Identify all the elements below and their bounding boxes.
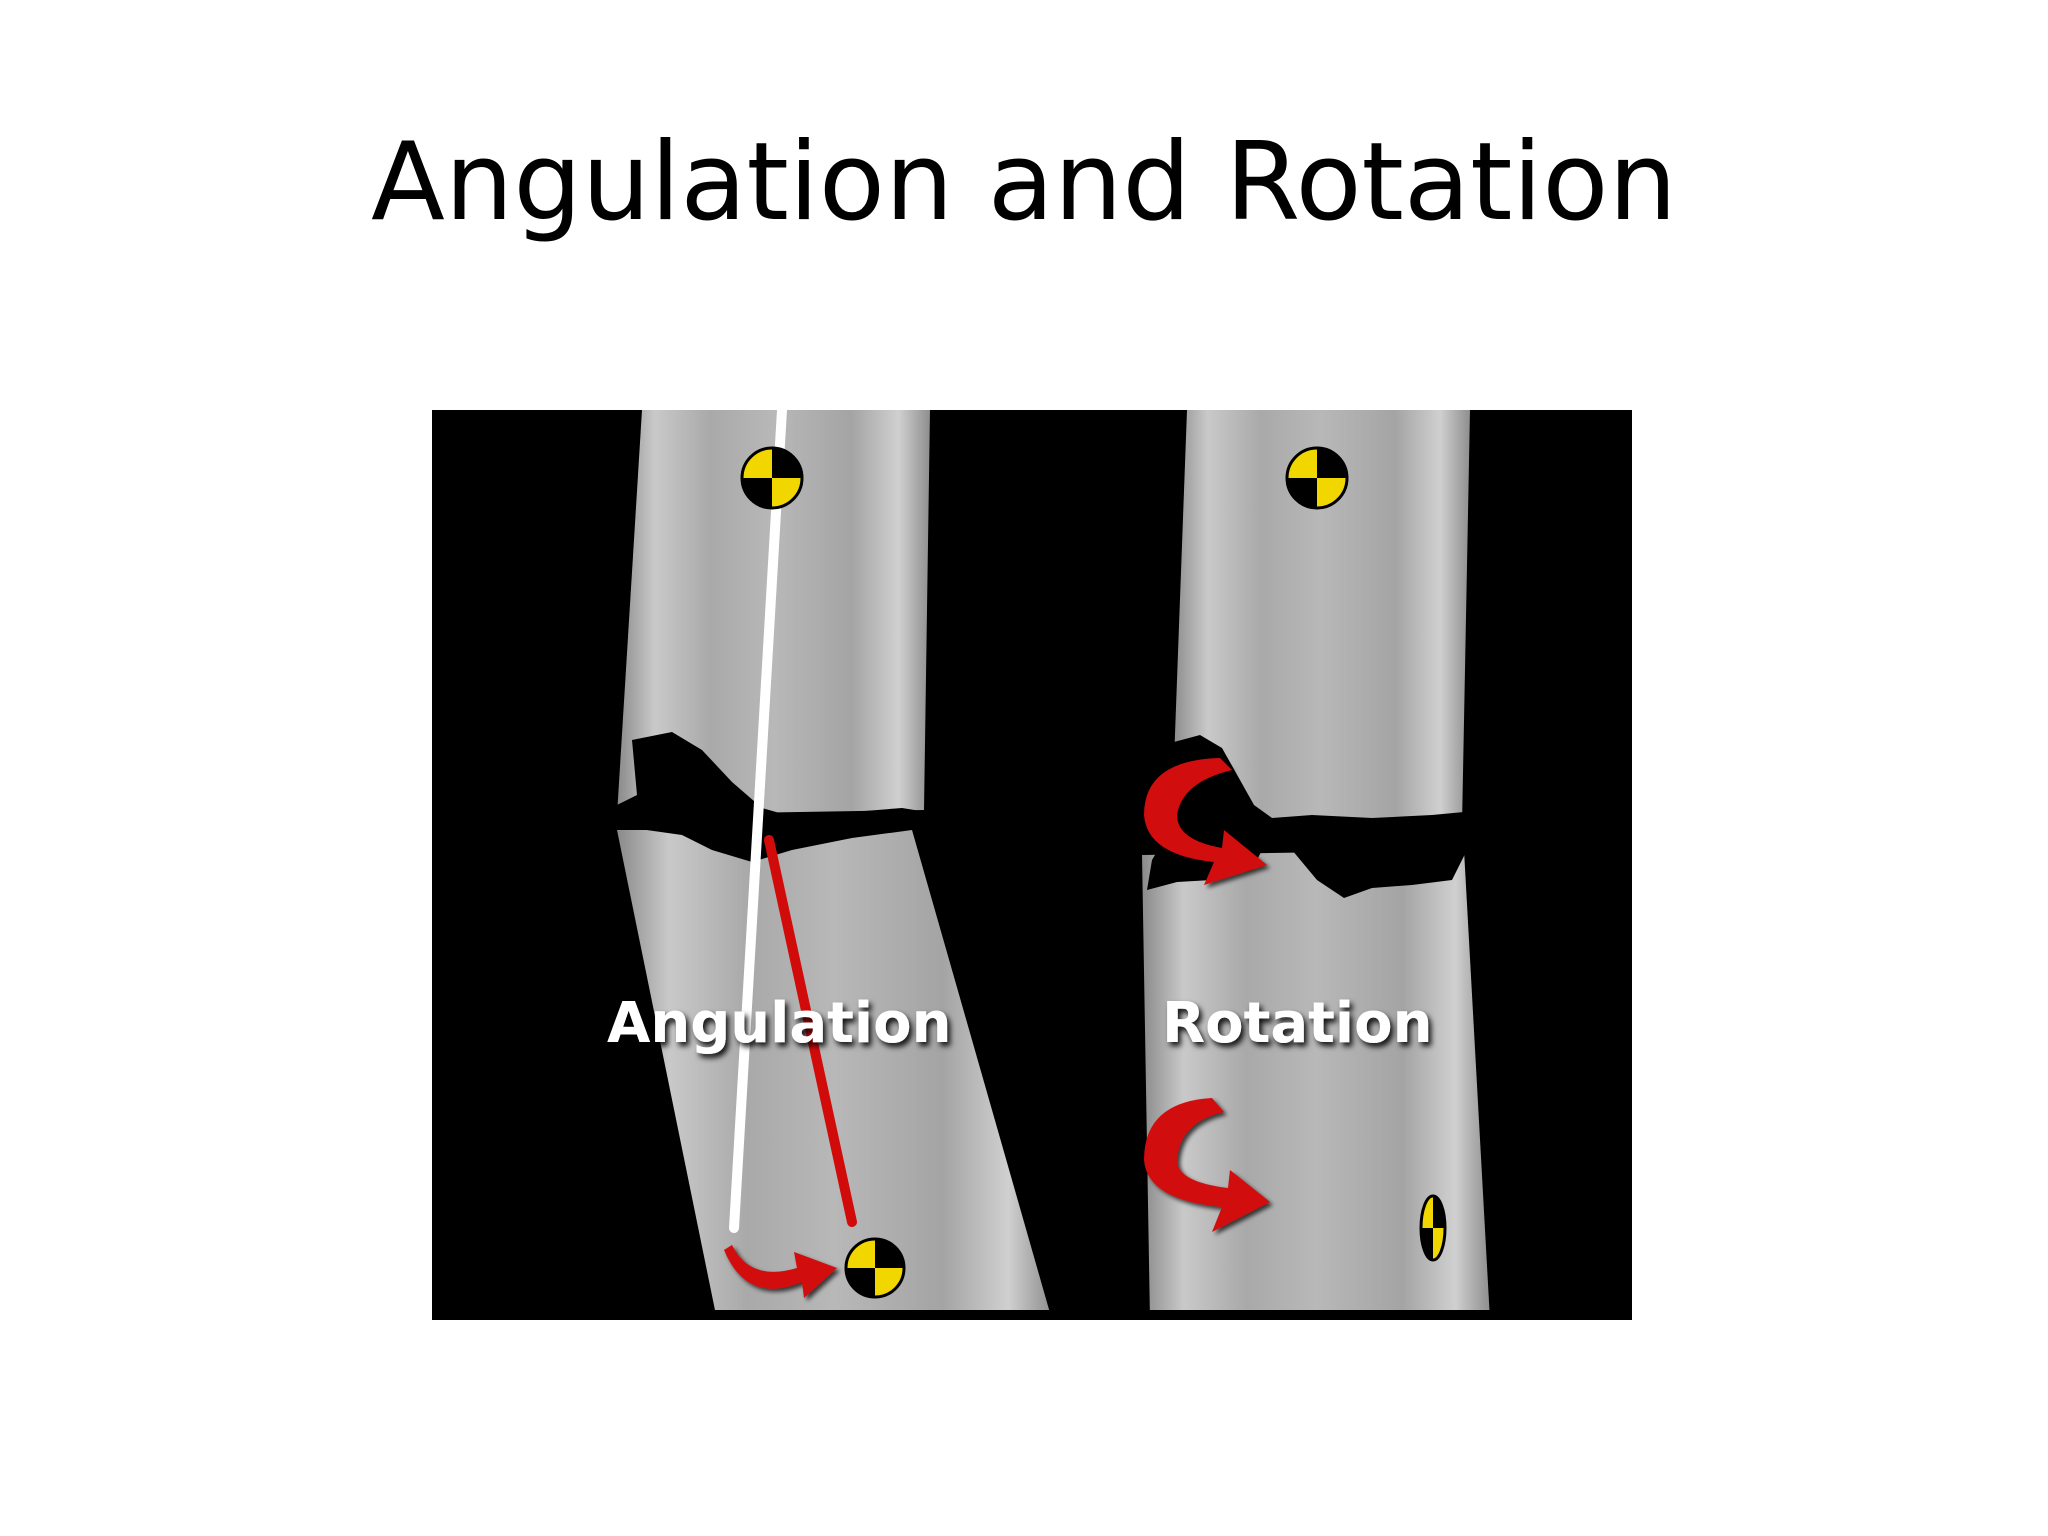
angulation-bone [610, 410, 1052, 1320]
rotation-lower-curved-arrow-icon [1144, 1098, 1270, 1232]
rotation-label: Rotation [1162, 991, 1432, 1056]
crash-test-marker-icon [1285, 446, 1349, 510]
crash-test-marker-icon [844, 1237, 906, 1299]
fracture-xray-svg: Angulation Rotation [432, 410, 1632, 1320]
slide-title: Angulation and Rotation [371, 120, 1677, 245]
angulated-bone-lower-fragment [617, 830, 1052, 1320]
crash-test-marker-icon [740, 446, 804, 510]
angulation-curved-arrow-icon [724, 1245, 837, 1298]
fracture-illustration: Angulation Rotation [432, 410, 1632, 1320]
rotation-upper-curved-arrow-icon [1144, 758, 1267, 885]
angulation-reference-line [729, 410, 787, 1233]
figure-bottom-rule [432, 1310, 1632, 1320]
rotation-bone [1142, 410, 1490, 1320]
rotated-bone-upper-fragment [1172, 410, 1470, 825]
angulation-label: Angulation [607, 991, 951, 1056]
angulation-fracture-line [610, 732, 927, 862]
crash-test-marker-icon [1419, 1194, 1447, 1262]
angulation-axis-line [764, 835, 857, 1227]
